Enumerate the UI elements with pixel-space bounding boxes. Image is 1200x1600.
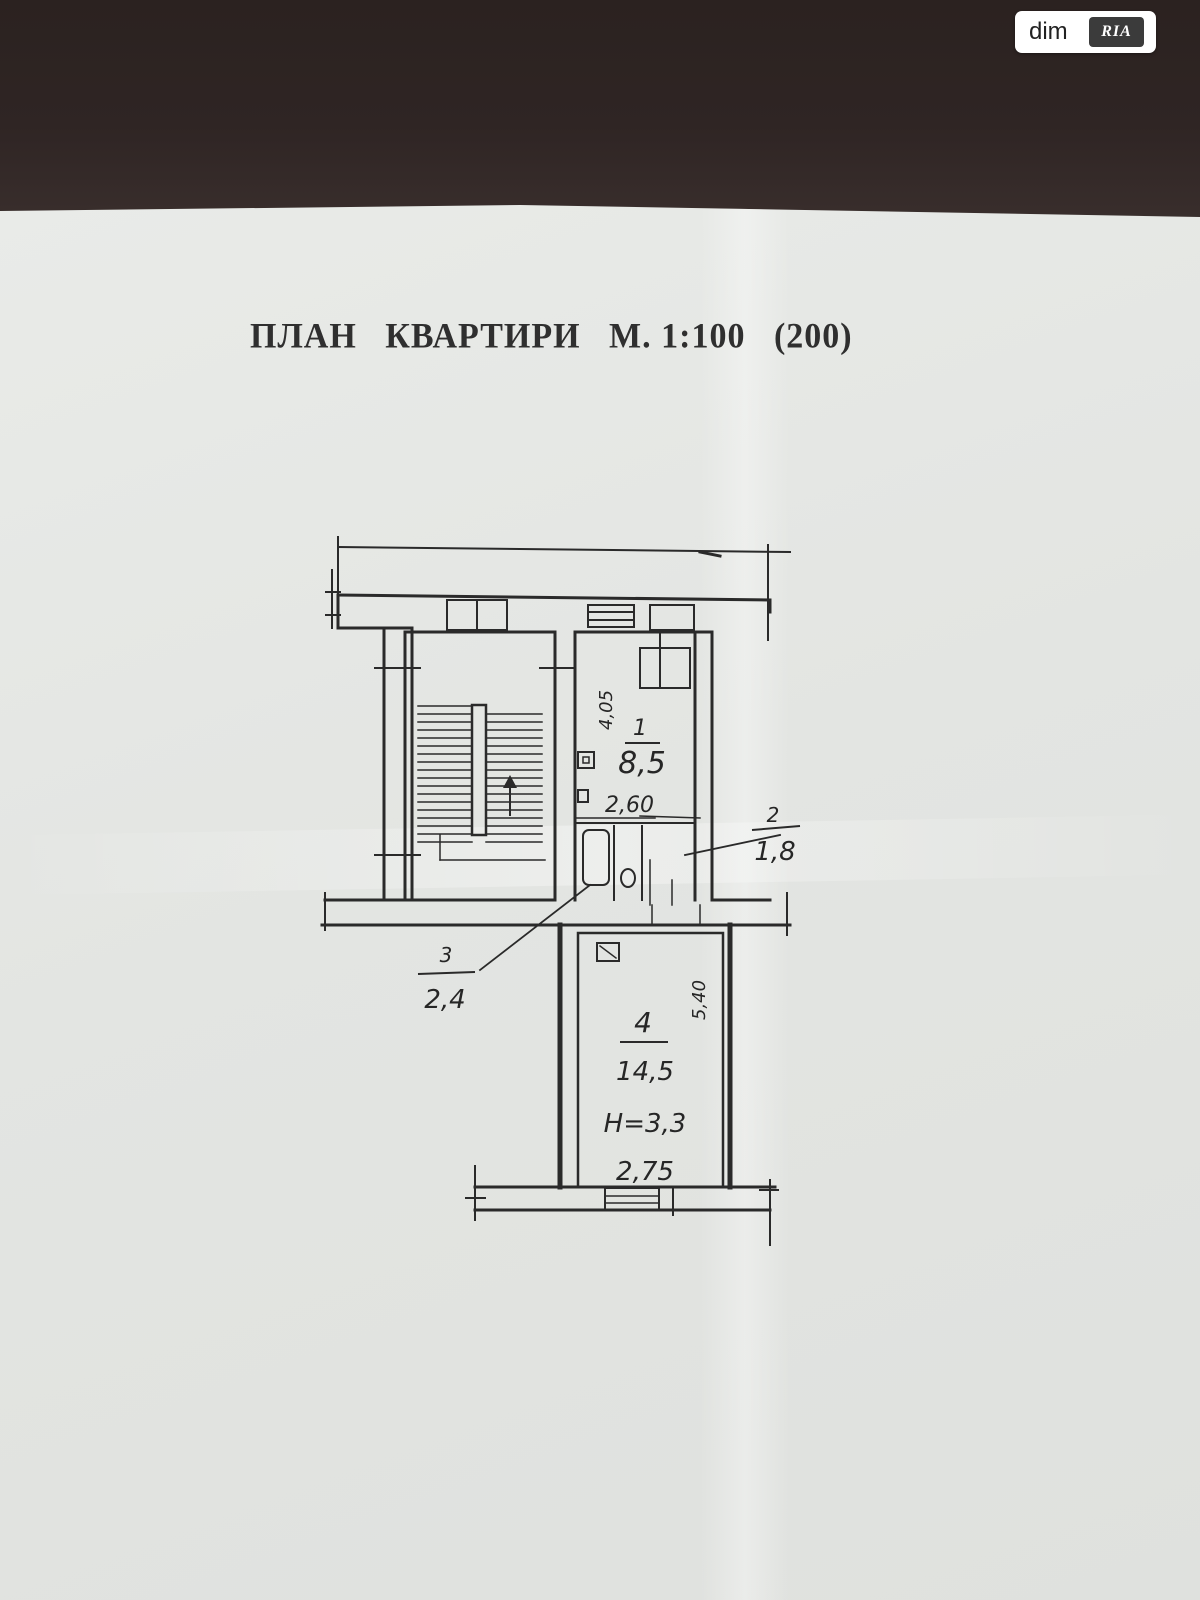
dim-ria-watermark: dim RIA xyxy=(1015,11,1156,53)
plan-title: ПЛАН КВАРТИРИ М. 1:100 (200) xyxy=(250,317,853,356)
room-1-number: 1 xyxy=(633,716,647,741)
watermark-text: dim xyxy=(1029,18,1068,45)
room-4-number: 4 xyxy=(634,1006,652,1039)
room-2-number: 2 xyxy=(767,803,780,827)
room-1-width-dim: 2,60 xyxy=(605,793,654,818)
room-3-number: 3 xyxy=(440,943,453,967)
room-1-area: 8,5 xyxy=(618,746,666,781)
ria-logo-icon: RIA xyxy=(1089,17,1144,47)
room-4-area: 14,5 xyxy=(616,1057,674,1087)
room-1-height-dim: 4,05 xyxy=(596,690,617,730)
room-4-ceiling-height: H=3,3 xyxy=(604,1109,687,1139)
room-3-area: 2,4 xyxy=(424,985,465,1015)
room-4-width-dim: 2,75 xyxy=(616,1157,674,1187)
room-2-area: 1,8 xyxy=(754,837,795,867)
paper-sheet xyxy=(0,205,1200,1600)
desk-background xyxy=(0,0,1200,230)
room-4-height-dim: 5,40 xyxy=(689,980,710,1020)
